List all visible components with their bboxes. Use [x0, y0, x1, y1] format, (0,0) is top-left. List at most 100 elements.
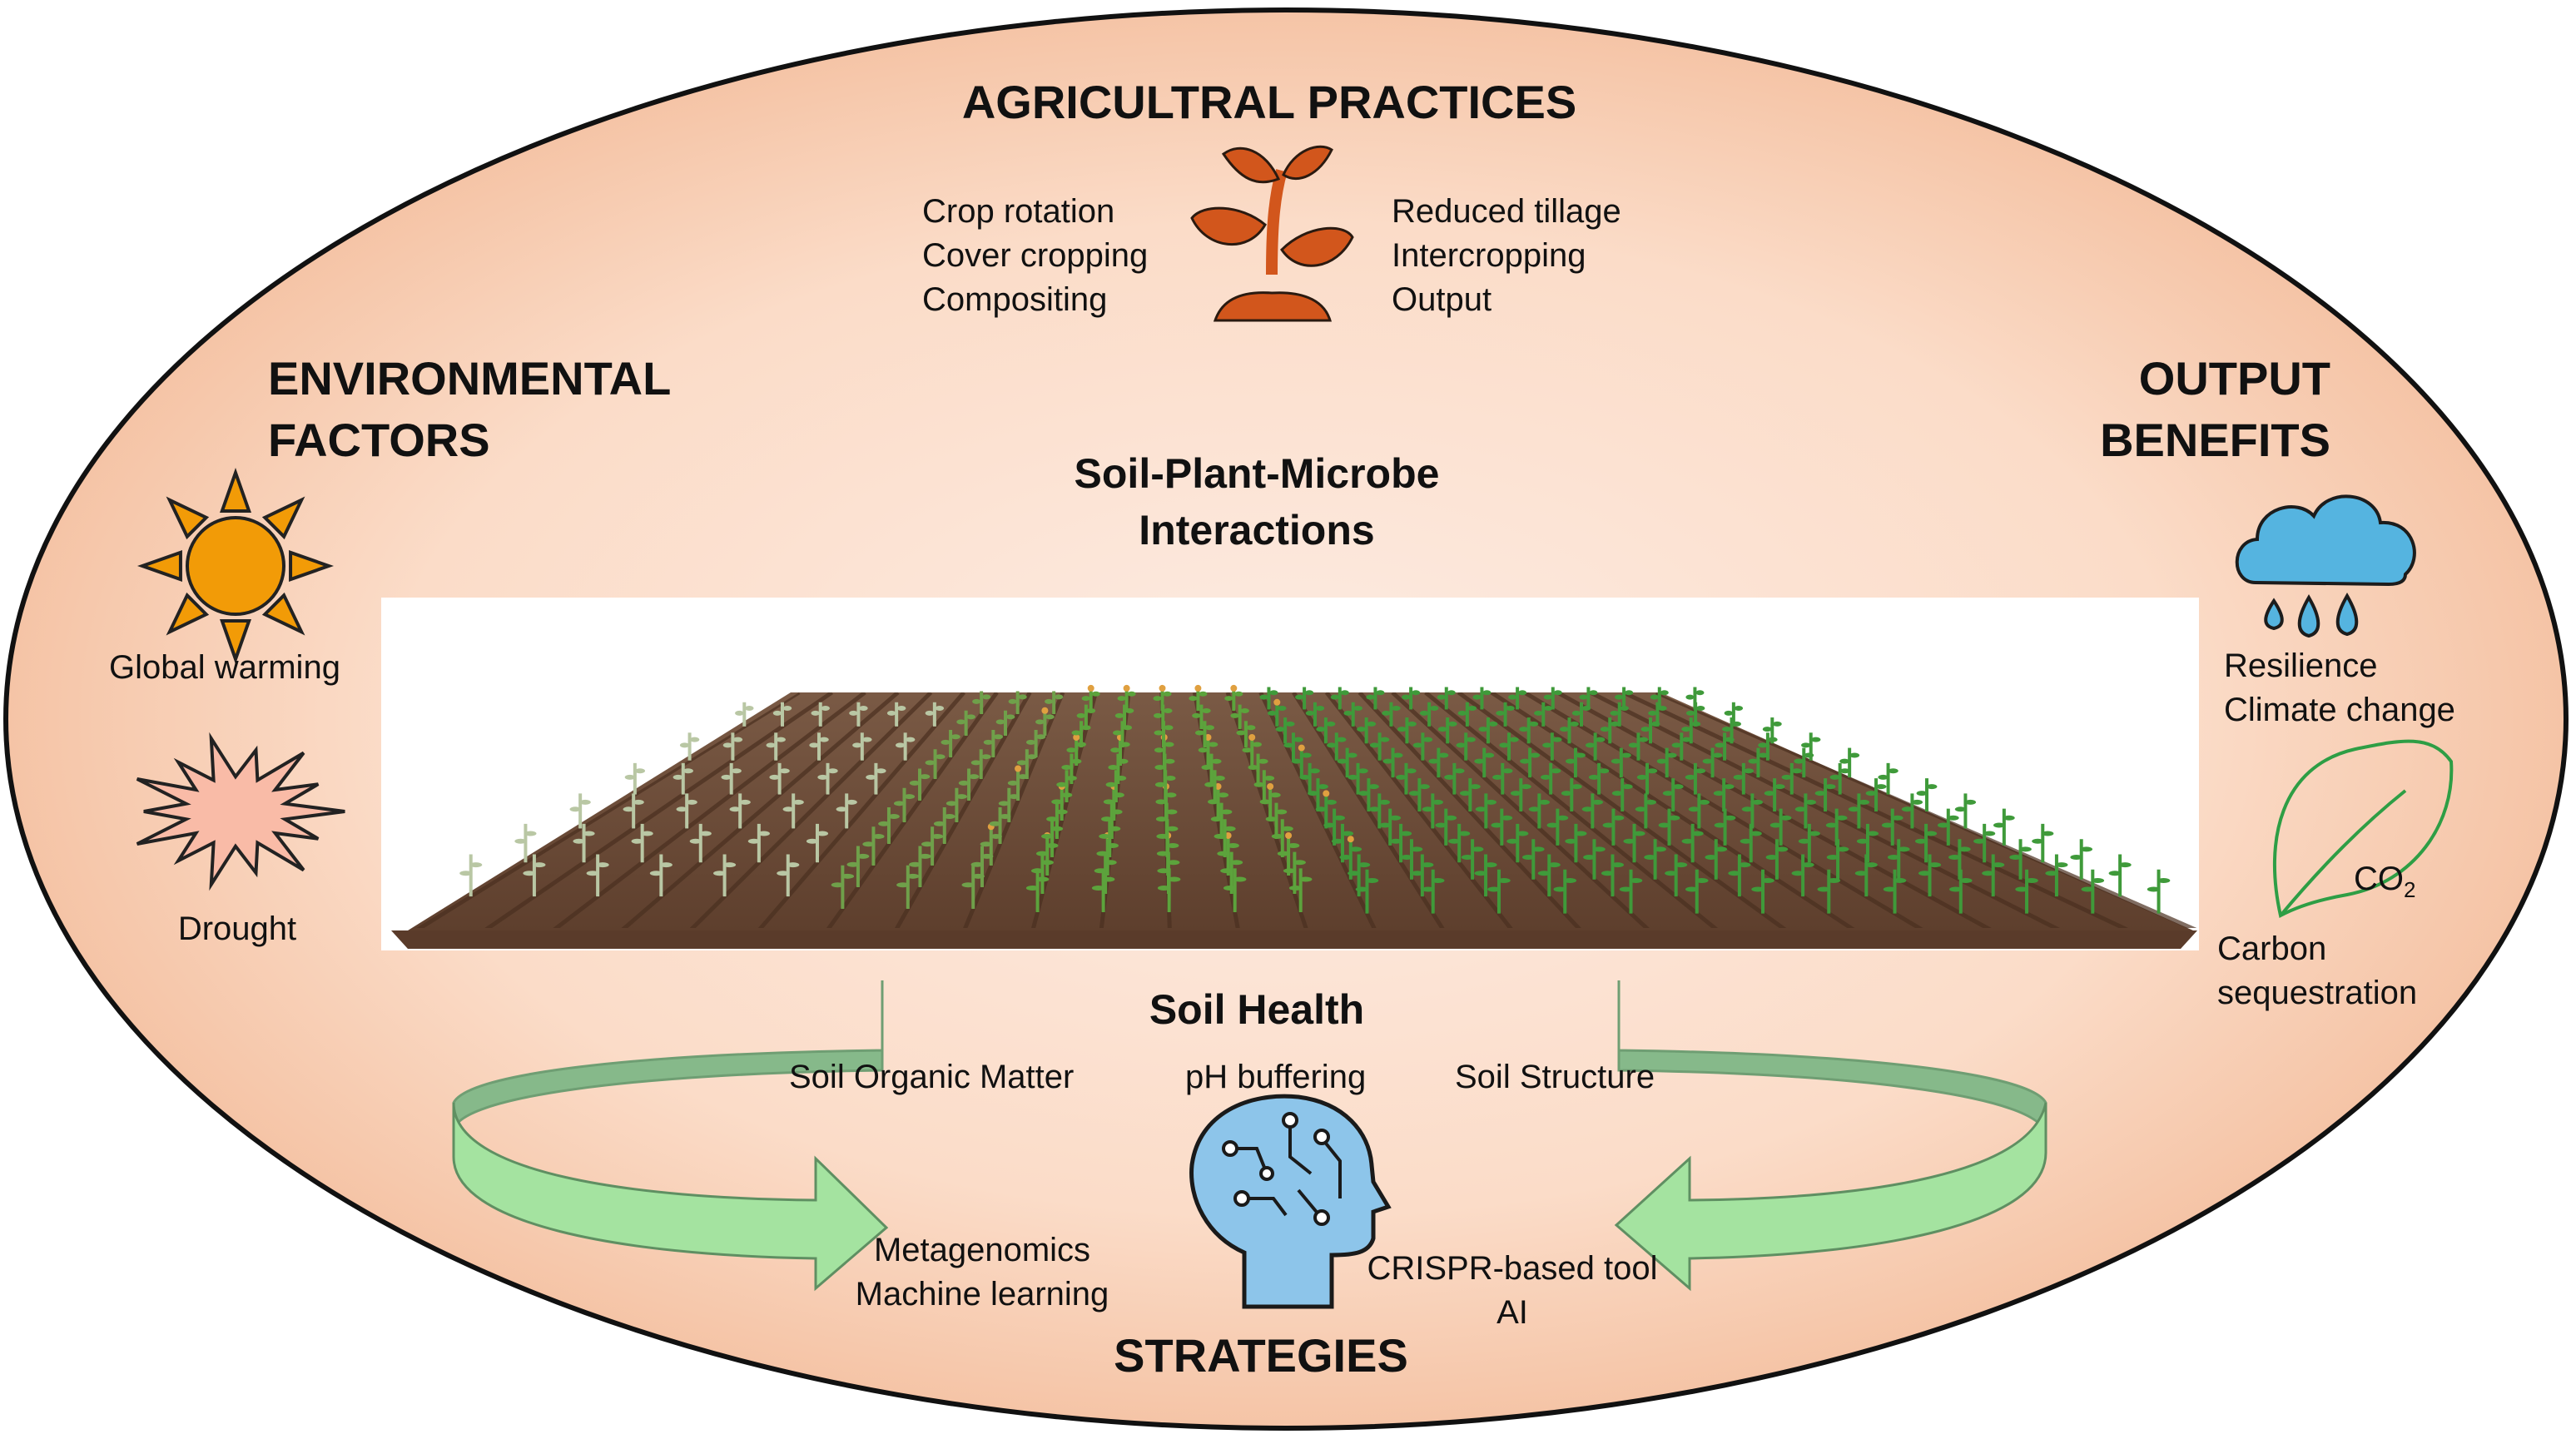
crop-leaf: [1337, 737, 1347, 742]
crop-leaf: [1406, 768, 1417, 774]
crop-leaf: [1246, 725, 1256, 731]
field-furrow: [552, 692, 866, 928]
crop-leaf: [2118, 862, 2132, 868]
crop-leaf: [919, 774, 931, 780]
crop-leaf: [1341, 831, 1354, 836]
crop-leaf: [966, 714, 976, 720]
crop-leaf: [872, 833, 885, 839]
sun-disc: [186, 516, 285, 616]
carbon-line1: Carbon: [2217, 930, 2327, 967]
crop-leaf: [1695, 690, 1705, 696]
crop-leaf: [1918, 871, 1932, 876]
crop-leaf: [1018, 694, 1027, 700]
crop-tassel: [1267, 782, 1274, 790]
crop-leaf: [1926, 784, 1938, 790]
crop-leaf: [816, 831, 829, 836]
crop-leaf: [1110, 747, 1120, 753]
crop-leaf: [1478, 727, 1488, 732]
crop-leaf: [811, 710, 820, 716]
crop-leaf: [1924, 831, 1938, 836]
crop-leaf: [1638, 737, 1649, 742]
crop-leaf: [849, 710, 858, 716]
crop-leaf: [1421, 886, 1435, 892]
strategies-left-list: Metagenomics Machine learning: [820, 1228, 1144, 1317]
crop-leaf: [586, 871, 599, 876]
crop-leaf: [1954, 806, 1967, 812]
crop-leaf: [925, 760, 936, 766]
practices-right-list: Reduced tillage Intercropping Output: [1392, 190, 1621, 321]
crop-leaf: [1408, 791, 1420, 796]
crop-tassel: [1204, 733, 1212, 741]
sun-ray: [261, 592, 305, 636]
crop-leaf: [1154, 782, 1166, 787]
crop-leaf: [1357, 862, 1371, 868]
crop-leaf: [1154, 730, 1164, 736]
crop-leaf: [624, 774, 636, 780]
crop-leaf: [1164, 742, 1174, 747]
crop-leaf: [2009, 855, 2022, 861]
crop-leaf: [1654, 846, 1666, 852]
crop-leaf: [723, 862, 737, 868]
crop-leaf: [739, 799, 751, 805]
sun-ray: [261, 496, 305, 540]
crop-leaf: [1471, 846, 1484, 852]
crop-leaf: [1743, 768, 1755, 774]
crop-leaf: [1045, 698, 1054, 704]
crop-leaf: [1419, 710, 1429, 716]
crop-leaf: [1378, 799, 1390, 805]
leaf-co2-icon: [2272, 739, 2454, 919]
crop-leaf: [878, 821, 890, 826]
crop-leaf: [1407, 721, 1417, 727]
crop-leaf: [757, 831, 770, 836]
crop-leaf: [1914, 838, 1928, 844]
crop-leaf: [1629, 877, 1643, 883]
crop-leaf: [2081, 886, 2095, 892]
crop-leaf: [1791, 768, 1802, 774]
crop-leaf: [1595, 737, 1606, 742]
crop-leaf: [1482, 690, 1491, 696]
crop-leaf: [1581, 806, 1593, 812]
crop-leaf: [1194, 730, 1204, 736]
sun-ray: [289, 550, 335, 582]
crop-leaf: [1293, 860, 1306, 866]
crop-leaf: [623, 806, 634, 812]
crop-leaf: [1343, 710, 1353, 716]
crop-leaf: [1559, 727, 1569, 732]
crop-leaf: [1854, 871, 1868, 876]
field-furrow: [825, 692, 999, 928]
crop-leaf: [1668, 815, 1680, 821]
field-furrow: [893, 692, 1032, 928]
crop-leaf: [1775, 846, 1789, 852]
crop-leaf: [1369, 742, 1380, 748]
crop-leaf: [1695, 768, 1706, 774]
crop-leaf: [1081, 696, 1090, 702]
crop-leaf: [673, 774, 683, 780]
crop-leaf: [1400, 855, 1413, 861]
crop-leaf: [1164, 775, 1176, 781]
crop-leaf: [1585, 742, 1596, 748]
crop-leaf: [514, 838, 527, 844]
crop-leaf: [1432, 799, 1443, 805]
crop-leaf: [1412, 690, 1421, 696]
crop-leaf: [772, 710, 782, 716]
crop-leaf: [1071, 730, 1081, 736]
crop-leaf: [1117, 696, 1126, 702]
crop-leaf: [1958, 846, 1971, 852]
crop-leaf: [819, 737, 829, 742]
crop-leaf: [1396, 774, 1407, 780]
co2-text: CO: [2354, 861, 2404, 897]
interactions-line2: Interactions: [1139, 506, 1375, 553]
crop-leaf: [841, 873, 855, 879]
crop-leaf: [1794, 758, 1804, 764]
crop-leaf: [943, 814, 955, 819]
crop-leaf: [2091, 877, 2105, 883]
crop-leaf: [1640, 727, 1650, 732]
crop-leaf: [1602, 822, 1615, 828]
crop-leaf: [1982, 871, 1995, 876]
crop-leaf: [1227, 842, 1239, 848]
crop-leaf: [998, 801, 1010, 806]
crop-leaf: [1358, 791, 1369, 796]
crop-leaf: [1724, 815, 1736, 821]
crop-leaf: [1399, 831, 1412, 836]
